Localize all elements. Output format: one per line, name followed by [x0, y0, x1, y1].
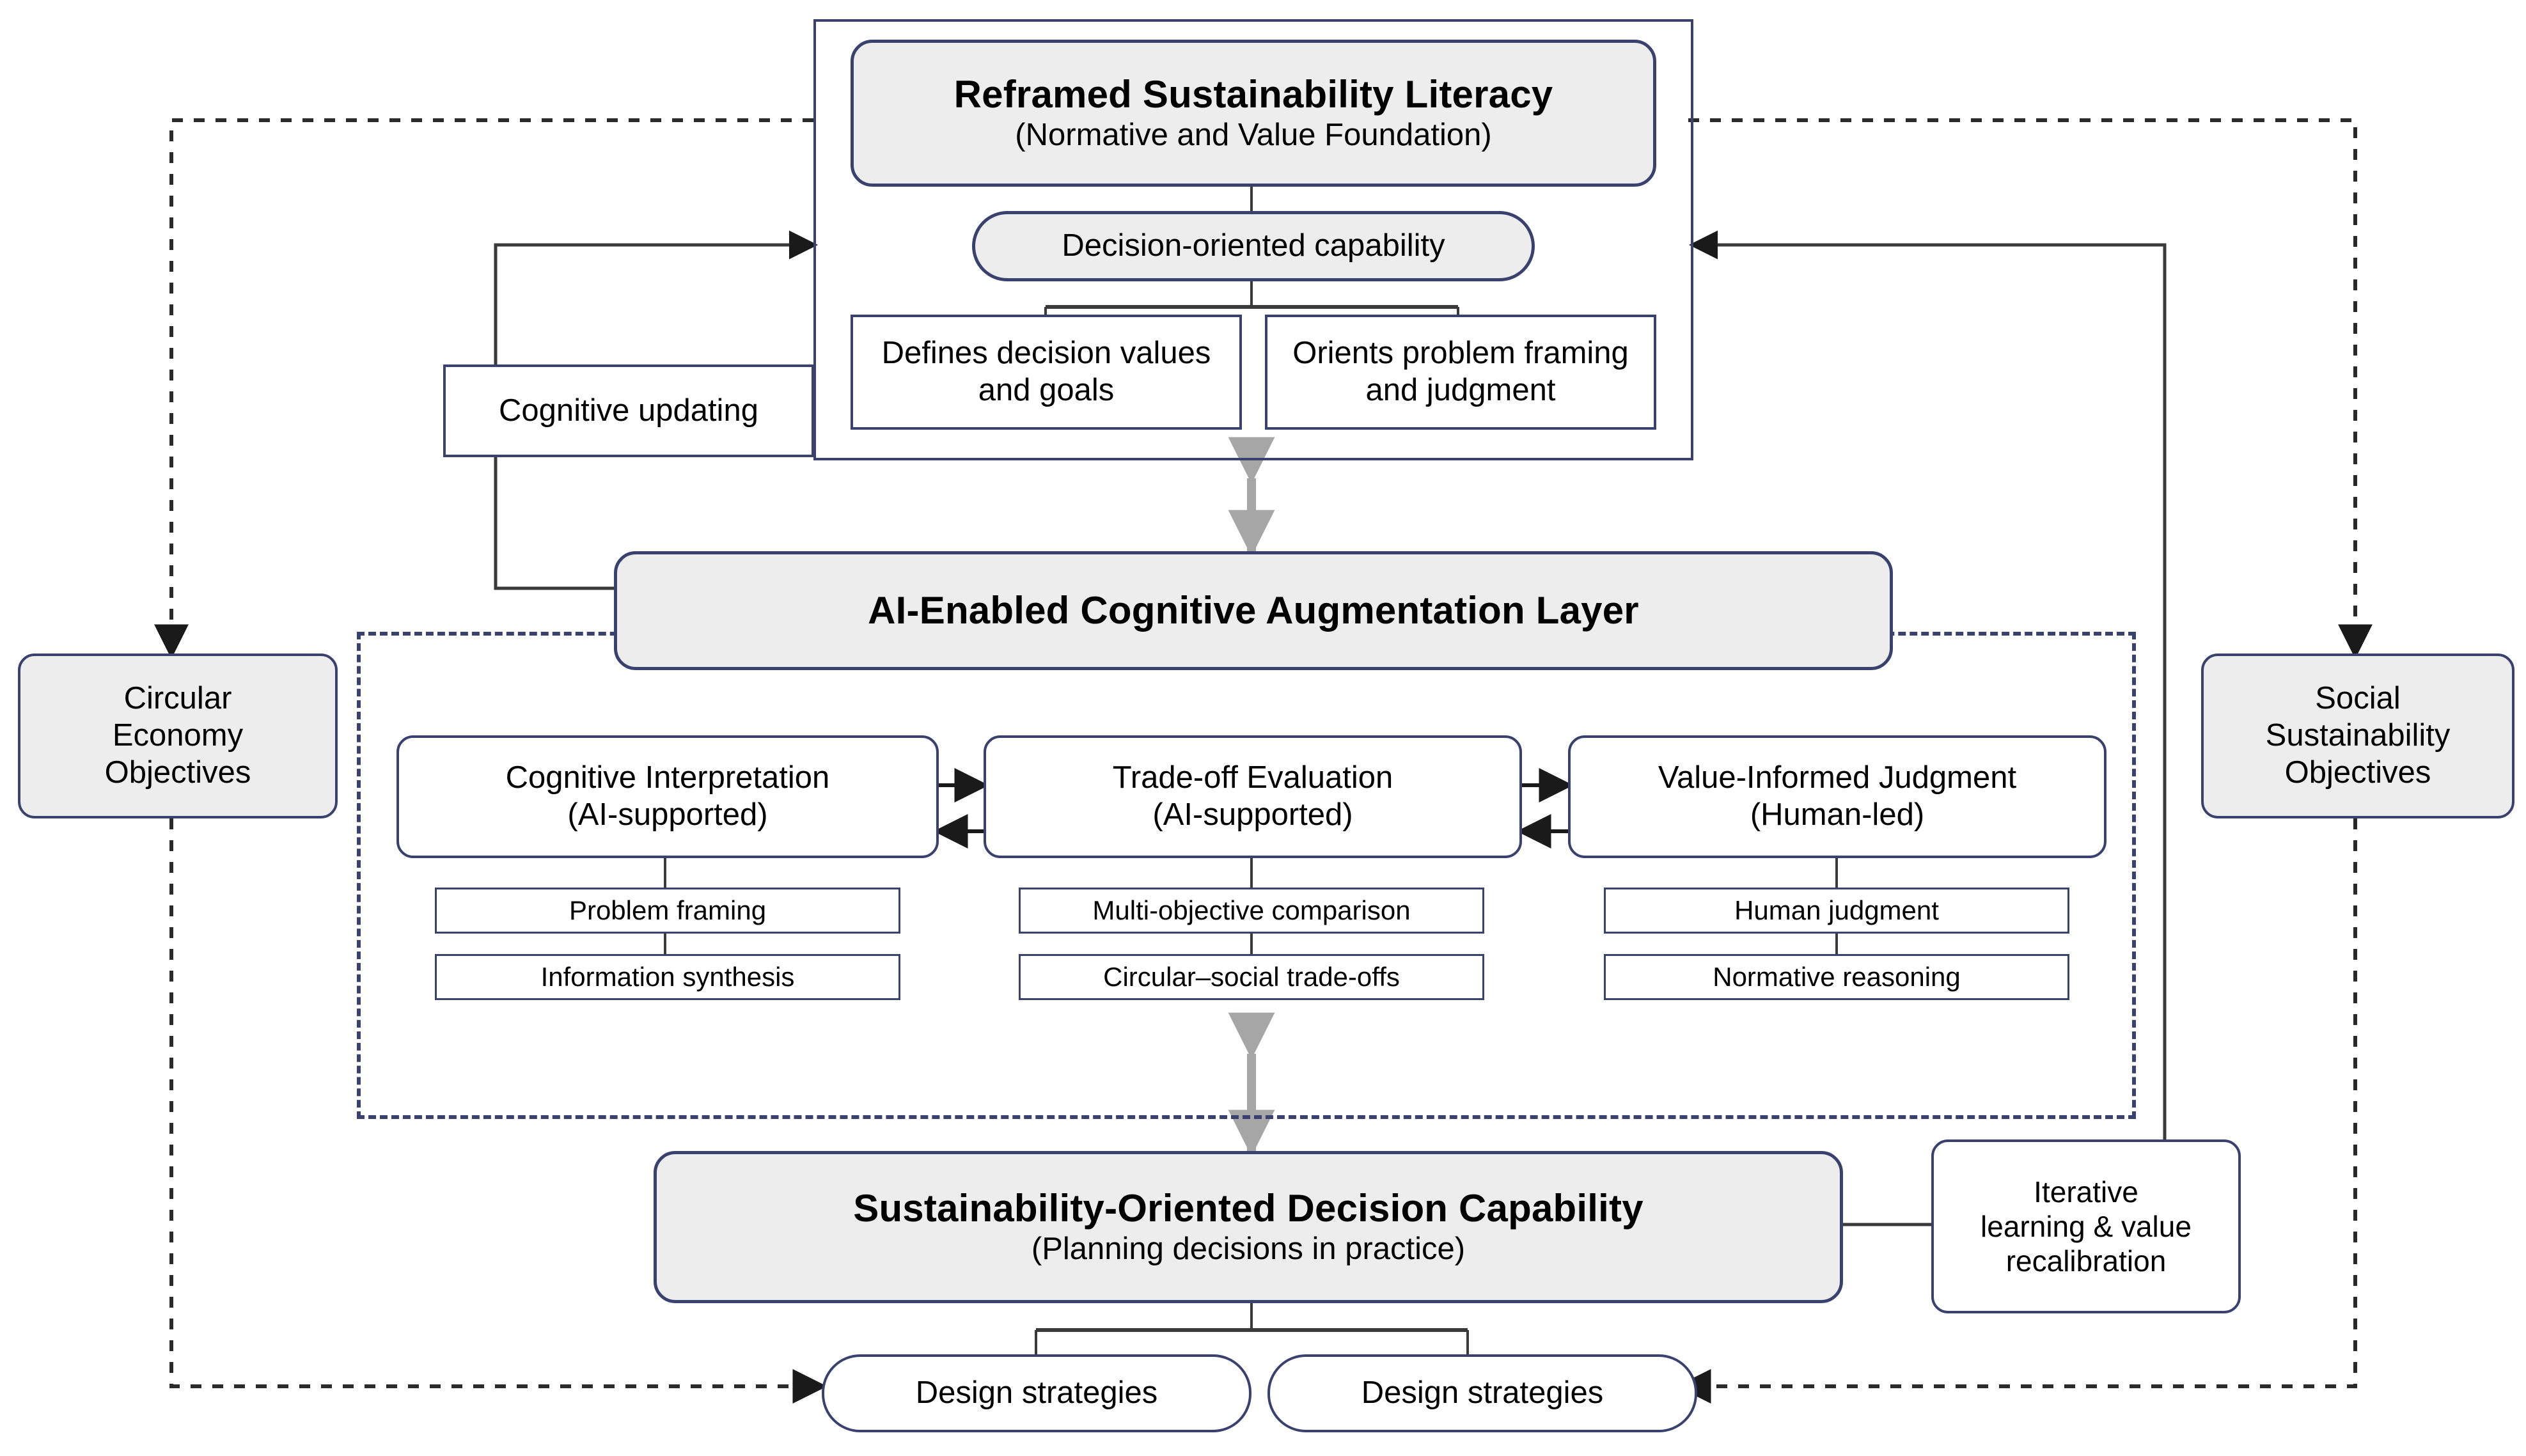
iterative-line-3: recalibration — [2005, 1244, 2167, 1278]
iterative-learning-box[interactable]: Iterative learning & value recalibration — [1931, 1139, 2241, 1313]
social-line-2: Sustainability — [2265, 718, 2451, 753]
design-strategies-left-label: Design strategies — [915, 1375, 1158, 1411]
pillar-1-title: Cognitive Interpretation — [505, 760, 830, 795]
pillar-3-item-1-label: Human judgment — [1734, 895, 1939, 926]
pillar-3-item-human-judgment[interactable]: Human judgment — [1604, 888, 2069, 934]
circular-line-1: Circular — [123, 681, 232, 716]
pillar-3-item-2-label: Normative reasoning — [1713, 962, 1961, 992]
ai-layer-dashed-region — [357, 632, 2136, 1119]
reframed-sustainability-literacy-card[interactable]: Reframed Sustainability Literacy (Normat… — [851, 40, 1656, 187]
top-panel-frame — [813, 19, 1693, 460]
ai-layer-title: AI-Enabled Cognitive Augmentation Layer — [868, 588, 1639, 632]
circular-economy-objectives-node[interactable]: Circular Economy Objectives — [18, 654, 338, 818]
pillar-1-item-problem-framing[interactable]: Problem framing — [435, 888, 900, 934]
defines-decision-values-box[interactable]: Defines decision values and goals — [851, 315, 1242, 430]
pillar-2-item-2-label: Circular–social trade-offs — [1103, 962, 1400, 992]
pillar-1-item-2-label: Information synthesis — [540, 962, 795, 992]
circular-line-3: Objectives — [104, 755, 251, 790]
pillar-1-item-1-label: Problem framing — [569, 895, 767, 926]
pillar-3-subtitle: (Human-led) — [1750, 797, 1925, 832]
pillar-trade-off-evaluation[interactable]: Trade-off Evaluation (AI-supported) — [984, 735, 1522, 858]
iterative-line-1: Iterative — [2034, 1175, 2138, 1209]
capability-label: Decision-oriented capability — [1062, 228, 1445, 263]
sustainability-oriented-decision-capability[interactable]: Sustainability-Oriented Decision Capabil… — [654, 1151, 1843, 1303]
pillar-1-subtitle: (AI-supported) — [567, 797, 768, 832]
pillar-value-informed-judgment[interactable]: Value-Informed Judgment (Human-led) — [1568, 735, 2106, 858]
orients-line-1: Orients problem framing — [1292, 336, 1629, 371]
panel-title: Reframed Sustainability Literacy — [953, 72, 1553, 116]
social-sustainability-objectives-node[interactable]: Social Sustainability Objectives — [2201, 654, 2514, 818]
defines-line-1: Defines decision values — [881, 336, 1211, 371]
pillar-3-title: Value-Informed Judgment — [1658, 760, 2017, 795]
design-strategies-left[interactable]: Design strategies — [822, 1354, 1251, 1432]
social-line-3: Objectives — [2284, 755, 2431, 790]
pillar-2-item-multi-objective-comparison[interactable]: Multi-objective comparison — [1019, 888, 1484, 934]
orients-problem-framing-box[interactable]: Orients problem framing and judgment — [1265, 315, 1656, 430]
circular-line-2: Economy — [112, 718, 244, 753]
decision-oriented-capability-pill[interactable]: Decision-oriented capability — [972, 211, 1535, 281]
decision-capability-subtitle: (Planning decisions in practice) — [1031, 1232, 1466, 1267]
pillar-cognitive-interpretation[interactable]: Cognitive Interpretation (AI-supported) — [396, 735, 939, 858]
pillar-2-item-circular-social-tradeoffs[interactable]: Circular–social trade-offs — [1019, 954, 1484, 1000]
defines-line-2: and goals — [978, 373, 1115, 407]
social-line-1: Social — [2315, 681, 2401, 716]
cognitive-updating-box[interactable]: Cognitive updating — [443, 364, 814, 457]
iterative-line-2: learning & value — [1981, 1209, 2192, 1243]
pillar-3-item-normative-reasoning[interactable]: Normative reasoning — [1604, 954, 2069, 1000]
design-strategies-right-label: Design strategies — [1361, 1375, 1604, 1411]
ai-enabled-cognitive-augmentation-layer[interactable]: AI-Enabled Cognitive Augmentation Layer — [614, 551, 1893, 670]
pillar-2-title: Trade-off Evaluation — [1112, 760, 1393, 795]
panel-subtitle: (Normative and Value Foundation) — [1015, 118, 1492, 153]
design-strategies-right[interactable]: Design strategies — [1267, 1354, 1697, 1432]
orients-line-2: and judgment — [1365, 373, 1556, 407]
pillar-2-subtitle: (AI-supported) — [1152, 797, 1353, 832]
decision-capability-title: Sustainability-Oriented Decision Capabil… — [853, 1186, 1643, 1230]
pillar-1-item-information-synthesis[interactable]: Information synthesis — [435, 954, 900, 1000]
cognitive-updating-label: Cognitive updating — [499, 393, 758, 428]
pillar-2-item-1-label: Multi-objective comparison — [1092, 895, 1411, 926]
